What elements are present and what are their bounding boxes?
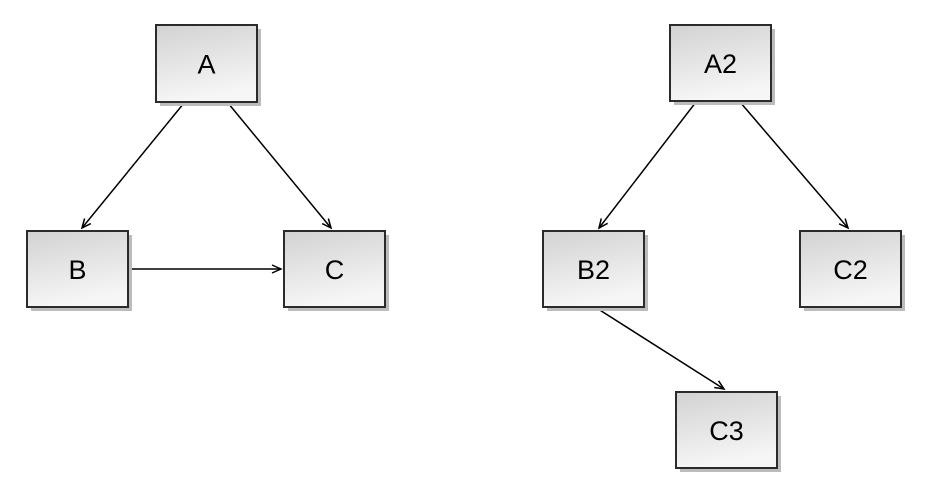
node-box-A xyxy=(155,24,258,103)
node-A: A xyxy=(155,24,261,106)
edge-A-C xyxy=(227,102,331,228)
node-label-C2: C2 xyxy=(833,255,868,285)
node-box-B xyxy=(26,230,129,308)
node-box-C2 xyxy=(799,230,902,308)
node-C2: C2 xyxy=(799,230,905,311)
left-graph: A B C xyxy=(26,24,389,311)
edge-A2-B2 xyxy=(599,101,697,228)
node-label-A2: A2 xyxy=(704,49,737,79)
edge-A2-C2 xyxy=(739,101,848,228)
node-label-B2: B2 xyxy=(577,255,610,285)
node-box-C xyxy=(283,230,386,308)
node-box-A2 xyxy=(669,24,772,102)
node-box-C3 xyxy=(675,391,778,469)
edges-layer xyxy=(82,101,848,389)
node-box-B2 xyxy=(542,230,645,308)
edge-A-B xyxy=(82,102,185,228)
node-B: B xyxy=(26,230,132,311)
node-label-B: B xyxy=(68,255,86,285)
node-B2: B2 xyxy=(542,230,648,311)
node-label-A: A xyxy=(197,50,215,80)
node-label-C: C xyxy=(325,255,345,285)
edge-B2-C3 xyxy=(594,306,724,389)
node-A2: A2 xyxy=(669,24,775,105)
node-label-C3: C3 xyxy=(709,416,744,446)
node-C3: C3 xyxy=(675,391,781,472)
node-C: C xyxy=(283,230,389,311)
